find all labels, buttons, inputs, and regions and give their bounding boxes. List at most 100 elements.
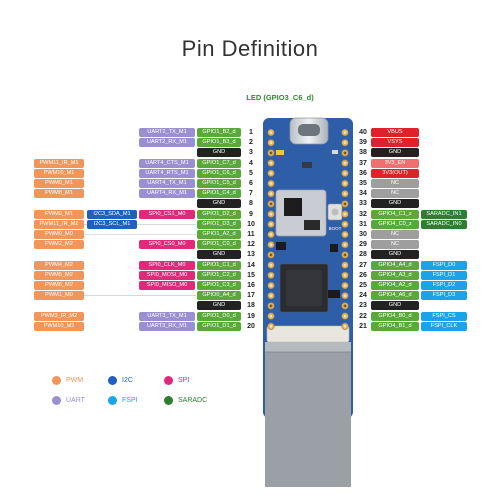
gnd-label: GND: [371, 301, 419, 311]
pin-number: 9: [249, 210, 253, 218]
pwm-label: PWM9_M1: [34, 179, 84, 188]
pin-number: 26: [359, 271, 367, 279]
pin-number: 31: [359, 220, 367, 228]
pwm-label: PWM6_M2: [34, 281, 84, 290]
fspi-label: FSPI_D2: [421, 281, 467, 290]
pin-pad-hole: [269, 212, 273, 216]
gnd-label: GND: [197, 199, 241, 209]
pin-pad-hole: [269, 131, 273, 134]
gpio-label: GPIO1_C0_d: [197, 240, 241, 250]
pin-pad-hole: [343, 171, 347, 175]
pin-number: 34: [359, 190, 367, 198]
pin-number: 21: [359, 322, 367, 330]
pin-number: 16: [247, 282, 255, 289]
vcc_en-label: 3V3_EN: [371, 158, 419, 168]
uart-label: UART4_CTS_M1: [139, 158, 195, 168]
pin-pad-hole: [269, 151, 273, 155]
gpio-label: GPIO1_C5_d: [197, 179, 241, 188]
pin-pad-hole: [343, 253, 347, 257]
nc-label: NC: [371, 189, 419, 199]
gnd-label: GND: [197, 148, 241, 158]
pin-number: 33: [359, 200, 367, 208]
gpio-label: GPIO1_D0_d: [197, 311, 241, 321]
pwm-label: PWM0_M0: [34, 230, 84, 239]
pwm-label: PWM3_IR_M2: [34, 311, 84, 321]
pin-number: 12: [247, 241, 255, 249]
pin-pad-hole: [343, 222, 347, 226]
ribbon-cable: [265, 342, 351, 487]
gpio-label: GPIO4_B1_d: [371, 321, 419, 331]
gpio-label: GPIO1_B2_d: [197, 128, 241, 137]
pwm-label: PWM11_IR_M1: [34, 158, 84, 168]
gpio-label: GPIO1_D3_d: [197, 219, 241, 229]
fspi-label: FSPI_CLK: [421, 321, 467, 331]
pin-number: 11: [247, 231, 255, 238]
pin-pad-hole: [269, 222, 273, 226]
pin-pad-hole: [343, 212, 347, 216]
gpio-label: GPIO4_A6_d: [371, 291, 419, 301]
uart-label: UART2_TX_M1: [139, 128, 195, 137]
pin-number: 35: [359, 180, 367, 187]
pin-number: 3: [249, 149, 253, 157]
legend-label-uart: UART: [66, 397, 85, 404]
spi-label: SPI0_CLK_M0: [139, 260, 195, 270]
gnd-label: GND: [371, 250, 419, 260]
pin-pad-hole: [343, 273, 347, 277]
pin-number: 23: [359, 302, 367, 310]
legend-swatch-i2c: [108, 376, 117, 385]
gnd-label: GND: [371, 148, 419, 158]
pin-pad-hole: [269, 141, 273, 145]
pin-pad-hole: [269, 202, 273, 206]
pin-number: 6: [249, 180, 253, 187]
legend-label-spi: SPI: [178, 377, 190, 384]
pin-pad-hole: [343, 141, 347, 145]
pin-pad-hole: [269, 161, 273, 165]
pin-pad-hole: [269, 192, 273, 196]
pin-pad-hole: [343, 314, 347, 318]
pin-pad-hole: [343, 284, 347, 287]
pin-number: 37: [359, 159, 367, 167]
legend-label-fspi: FSPI: [122, 397, 138, 404]
legend-label-i2c: I2C: [122, 377, 133, 384]
pin-number: 17: [247, 292, 255, 300]
gpio-label: GPIO1_C3_d: [197, 281, 241, 290]
pin-number: 40: [359, 129, 367, 136]
gnd-label: GND: [197, 250, 241, 260]
gpio-label: GPIO0_A4_d: [197, 291, 241, 301]
pin-number: 2: [249, 139, 253, 147]
pin-pad-hole: [343, 233, 347, 236]
pin-number: 39: [359, 139, 367, 147]
pin-number: 18: [247, 302, 255, 310]
pin-pad-hole: [269, 294, 273, 298]
pin-number: 15: [247, 271, 255, 279]
page-title: Pin Definition: [181, 36, 319, 61]
spi-label: SPI0_MOSI_M0: [139, 270, 195, 280]
gpio-label: GPIO1_D2_d: [197, 209, 241, 219]
pin-number: 29: [359, 241, 367, 249]
gpio-label: GPIO4_C1_z: [371, 209, 419, 219]
gnd-label: GND: [371, 199, 419, 209]
pin-number: 10: [247, 220, 255, 228]
fspi-label: FSPI_D3: [421, 291, 467, 301]
power-label: VSYS: [371, 138, 419, 148]
legend-label-pwm: PWM: [66, 377, 84, 384]
spi-label: SPI0_MISO_M0: [139, 281, 195, 290]
gpio-label: GPIO1_C4_d: [197, 189, 241, 199]
pwm-label: PWM11_IR_M2: [34, 219, 84, 229]
nc-label: NC: [371, 240, 419, 250]
saradc-label: SARADC_IN1: [421, 209, 467, 219]
saradc-label: SARADC_IN0: [421, 219, 467, 229]
pin-pad-hole: [343, 202, 347, 206]
pin-number: 22: [359, 312, 367, 320]
pwm-label: PWM10_M1: [34, 168, 84, 178]
gpio-label: GPIO1_C2_d: [197, 270, 241, 280]
gpio-label: GPIO1_D1_d: [197, 321, 241, 331]
pin-pad-hole: [343, 182, 347, 185]
svg-text:BOOT: BOOT: [329, 226, 342, 231]
pwm-label: PWM1_M0: [34, 291, 84, 301]
gpio-label: GPIO4_C0_z: [371, 219, 419, 229]
pin-pad-hole: [343, 294, 347, 298]
pin-pads: [84, 128, 349, 330]
pin-number: 13: [247, 251, 255, 259]
gpio-label: GPIO1_C7_d: [197, 158, 241, 168]
